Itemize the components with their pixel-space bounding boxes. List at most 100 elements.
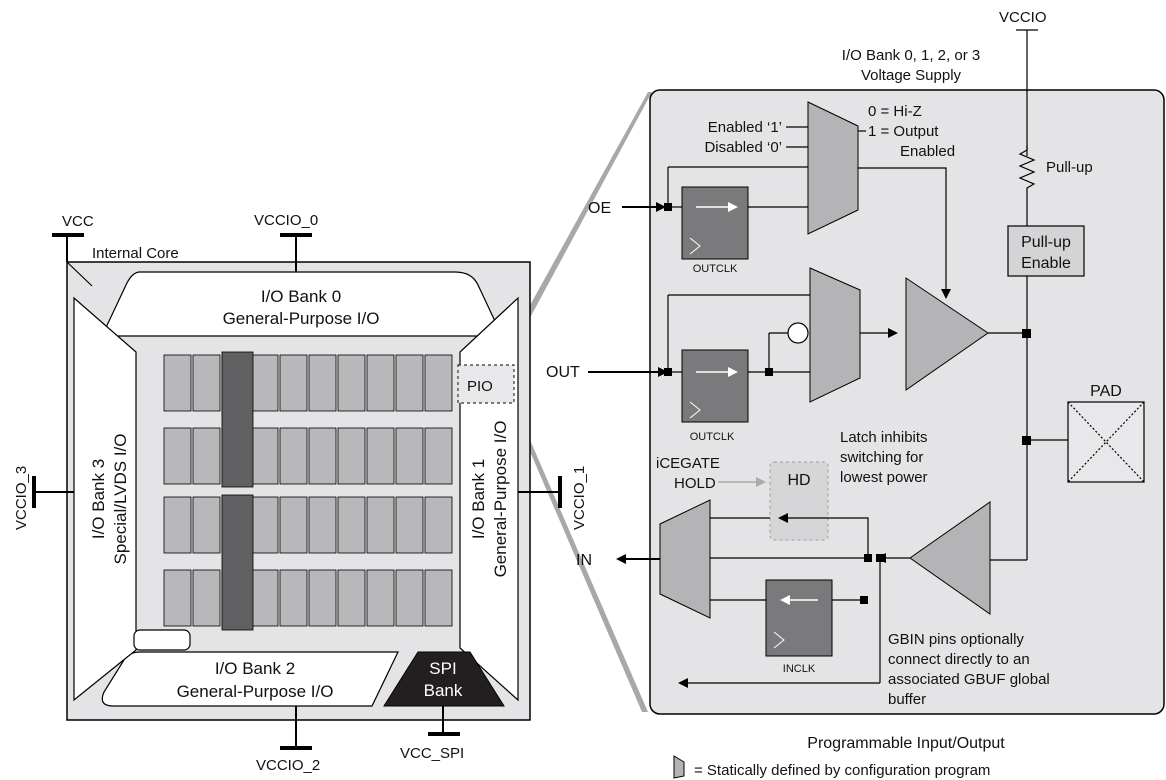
bank-3 — [73, 296, 137, 702]
spi-bank — [383, 651, 505, 707]
logic-cell — [424, 354, 453, 412]
in-flipflop — [765, 579, 833, 657]
memory-block — [221, 494, 254, 631]
oe-label: OE — [588, 200, 611, 217]
logic-cell — [424, 427, 453, 485]
bank-2 — [101, 651, 399, 707]
inclk-label: INCLK — [783, 663, 816, 675]
spi-label: SPI — [429, 659, 456, 678]
vccio-3-label: VCCIO_3 — [13, 466, 30, 530]
logic-cell — [395, 569, 424, 627]
input-buffer — [909, 501, 991, 615]
logic-cell — [337, 496, 366, 554]
pad — [1067, 401, 1145, 483]
bank-3-title: I/O Bank 3 — [89, 459, 108, 539]
logic-cell — [308, 427, 337, 485]
vcc-label: VCC — [62, 213, 94, 230]
zoom-funnel — [513, 92, 652, 340]
vcc-spi-label: VCC_SPI — [400, 745, 464, 762]
bank-3-subtitle: Special/LVDS I/O — [111, 433, 130, 564]
hiz-line-1: 0 = Hi-Z — [868, 103, 922, 120]
logic-cell — [395, 427, 424, 485]
logic-cell — [424, 569, 453, 627]
pullup-enable-line-2: Enable — [1021, 255, 1071, 272]
pio-detail: VCCIO I/O Bank 0, 1, 2, or 3 Voltage Sup… — [546, 9, 1165, 715]
vccio-2-label: VCCIO_2 — [256, 757, 320, 774]
logic-cell — [395, 496, 424, 554]
output-buffer — [905, 277, 989, 391]
logic-cell — [424, 496, 453, 554]
bank-1-title: I/O Bank 1 — [469, 459, 488, 539]
logic-cell — [279, 354, 308, 412]
hd-label: HD — [787, 472, 810, 489]
gbin-line-4: buffer — [888, 691, 926, 708]
logic-cell — [366, 496, 395, 554]
legend-text: = Statically defined by configuration pr… — [694, 762, 990, 779]
logic-cell — [192, 354, 221, 412]
out-flipflop — [681, 349, 749, 423]
latch-line-3: lowest power — [840, 469, 928, 486]
pullup-enable-line-1: Pull-up — [1021, 234, 1071, 251]
legend-mux-icon — [673, 755, 685, 779]
logic-cell — [337, 354, 366, 412]
logic-cell — [250, 496, 279, 554]
logic-cell — [250, 354, 279, 412]
in-mux — [659, 499, 711, 619]
logic-cell — [163, 427, 192, 485]
logic-cell — [192, 427, 221, 485]
logic-array — [163, 351, 453, 631]
disabled-label: Disabled ‘0’ — [704, 139, 782, 156]
icegate-line-1: iCEGATE — [656, 455, 720, 472]
pio-label: PIO — [467, 378, 493, 395]
vccio-0-label: VCCIO_0 — [254, 212, 318, 229]
chip-block: PIO VCCIO_0 VCC Internal Core VCCIO_3 VC… — [13, 92, 652, 774]
logic-cell — [366, 427, 395, 485]
logic-cell — [163, 569, 192, 627]
logic-cell — [192, 569, 221, 627]
icegate-line-2: HOLD — [674, 475, 716, 492]
pullup-label: Pull-up — [1046, 159, 1093, 176]
pullup-resistor — [1018, 145, 1036, 226]
bank-2-title: I/O Bank 2 — [215, 659, 295, 678]
logic-cell — [308, 354, 337, 412]
inverter-bubble — [787, 322, 809, 344]
hiz-line-3: Enabled — [900, 143, 955, 160]
pio-box — [457, 364, 515, 404]
logic-cell — [279, 496, 308, 554]
memory-block — [221, 351, 254, 488]
logic-cell — [192, 496, 221, 554]
logic-cell — [366, 569, 395, 627]
out-label: OUT — [546, 364, 580, 381]
vccio-1-label: VCCIO_1 — [571, 466, 588, 530]
logic-cell — [366, 354, 395, 412]
enabled-label: Enabled ‘1’ — [708, 119, 782, 136]
bank-2-subtitle: General-Purpose I/O — [177, 682, 334, 701]
oe-outclk-label: OUTCLK — [693, 263, 738, 275]
bank-0-title: I/O Bank 0 — [261, 287, 341, 306]
internal-core-label: Internal Core — [92, 245, 179, 262]
gbin-line-2: connect directly to an — [888, 651, 1030, 668]
bank-1-subtitle: General-Purpose I/O — [491, 421, 510, 578]
logic-cell — [308, 569, 337, 627]
pad-label: PAD — [1090, 383, 1122, 400]
bank-0-subtitle: General-Purpose I/O — [223, 309, 380, 328]
supply-line-2: Voltage Supply — [861, 67, 962, 84]
out-outclk-label: OUTCLK — [690, 431, 735, 443]
oe-mux — [807, 101, 859, 235]
logic-cell — [250, 569, 279, 627]
oe-flipflop — [681, 186, 749, 260]
logic-cell — [337, 427, 366, 485]
logic-cell — [279, 427, 308, 485]
spi-bank-label: Bank — [424, 681, 463, 700]
hiz-line-2: 1 = Output — [868, 123, 939, 140]
in-label: IN — [576, 552, 592, 569]
logic-cell — [337, 569, 366, 627]
latch-line-1: Latch inhibits — [840, 429, 928, 446]
gbin-line-1: GBIN pins optionally — [888, 631, 1024, 648]
logic-cell — [308, 496, 337, 554]
supply-line-1: I/O Bank 0, 1, 2, or 3 — [842, 47, 980, 64]
logic-cell — [163, 354, 192, 412]
gbin-line-3: associated GBUF global — [888, 671, 1050, 688]
latch-line-2: switching for — [840, 449, 923, 466]
